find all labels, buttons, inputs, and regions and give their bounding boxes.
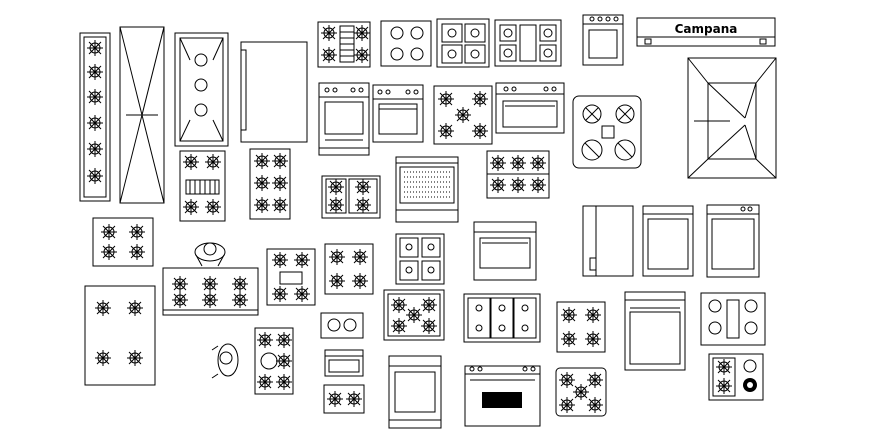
- chef-at-range: [162, 242, 259, 316]
- range-six-burner: [249, 148, 291, 220]
- chef-figure-icon: [194, 242, 226, 267]
- compact-oven-front: [582, 14, 624, 66]
- hood-label: Campana: [675, 22, 738, 36]
- griddle-block: [240, 41, 308, 143]
- six-burner-strip: [79, 32, 111, 202]
- range-griddle-center: [266, 248, 316, 306]
- chef-at-compact-range: [211, 327, 294, 395]
- cooktop-dark-mixed: [708, 353, 764, 401]
- six-burner-black-grates: [486, 150, 550, 199]
- range-front-wide: [495, 82, 565, 134]
- dishwasher-front: [642, 205, 694, 277]
- range-hood-front: Campana: [636, 17, 776, 47]
- cooktop-grill-center: [317, 21, 371, 68]
- five-burner-frame: [383, 289, 445, 341]
- two-ring-cooktop: [320, 312, 364, 339]
- large-four-burner-cooktop: [84, 285, 156, 386]
- gas-cooktop-square: [436, 18, 490, 68]
- two-burner-black: [323, 384, 365, 414]
- range-front-3: [473, 221, 537, 281]
- electric-cooktop: [380, 20, 432, 67]
- range-front-black-door: [464, 365, 541, 427]
- oven-with-grill-front: [395, 156, 459, 223]
- range-front-2: [372, 84, 424, 143]
- small-oven-front: [324, 349, 364, 377]
- counter-unit-side: [582, 205, 634, 277]
- oven-front-wide: [624, 291, 686, 371]
- cooktop-mixed-small: [321, 175, 381, 219]
- range-hood-large: [687, 57, 777, 179]
- range-front-1: [318, 82, 370, 156]
- grill-dots: [404, 171, 450, 198]
- four-burner-framed: [395, 233, 445, 285]
- five-burner-rounded: [555, 367, 607, 417]
- hood-with-burners: [174, 32, 229, 147]
- oven-front-tall: [706, 204, 760, 278]
- range-six-burner-griddle: [179, 150, 226, 222]
- range-front-4: [388, 355, 442, 429]
- cooktop-rings-grill: [700, 292, 766, 346]
- gas-cooktop-griddle: [494, 19, 562, 67]
- four-burner-black-small: [556, 301, 606, 353]
- six-burner-cooktop: [433, 85, 493, 145]
- six-burner-square-grates: [463, 293, 541, 343]
- four-burner-cooktop: [92, 217, 154, 267]
- four-burner-black: [324, 243, 374, 295]
- range-hood-tall: [119, 26, 165, 204]
- cooktop-4-ring-rounded: [572, 95, 642, 169]
- chef-figure-icon: [211, 343, 239, 379]
